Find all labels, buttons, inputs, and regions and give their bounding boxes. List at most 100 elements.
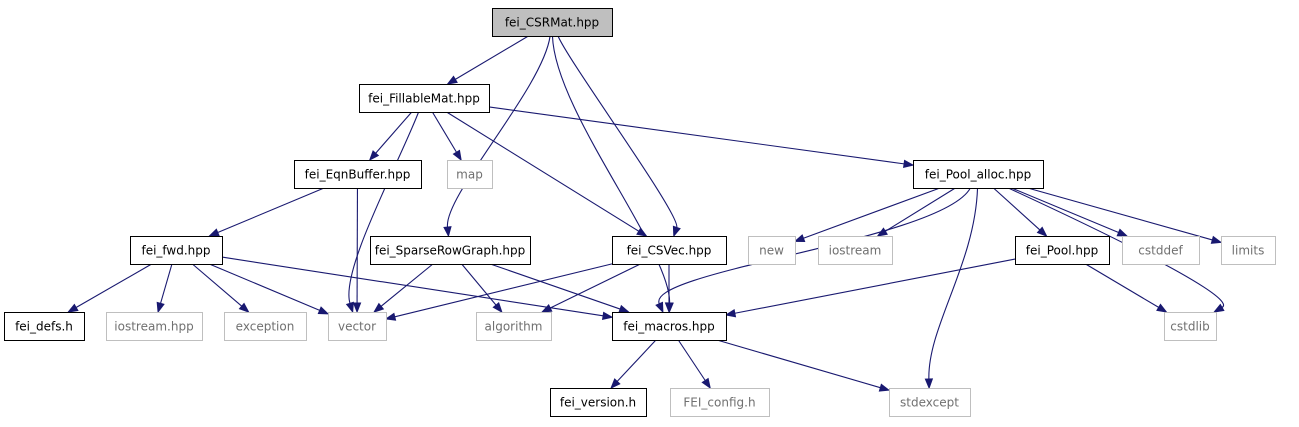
node-defs[interactable]: fei_defs.h [4, 312, 85, 341]
node-box [612, 236, 727, 265]
arrowhead-icon [368, 150, 380, 162]
node-label: fei_CSRMat.hpp [505, 16, 599, 30]
node-box [224, 312, 307, 341]
node-label: fei_version.h [560, 396, 636, 410]
node-box [370, 236, 531, 265]
arrowhead-icon [924, 378, 934, 390]
arrowhead-icon [655, 301, 664, 314]
arrowhead-icon [1156, 303, 1168, 313]
edge-fwd-to-iostreamhpp [156, 263, 173, 314]
arrowhead-icon [1210, 235, 1223, 244]
node-box [294, 160, 422, 189]
edge-csrmat-to-macros [551, 35, 674, 314]
node-label: fei_EqnBuffer.hpp [305, 168, 411, 182]
node-label: fei_CSVec.hpp [627, 244, 712, 258]
arrowhead-icon [724, 309, 737, 318]
node-box [492, 8, 613, 37]
arrowhead-icon [636, 227, 648, 237]
arrowhead-icon [672, 225, 681, 238]
node-exception: exception [224, 312, 307, 341]
arrowhead-icon [156, 301, 165, 314]
node-cstdlib: cstdlib [1164, 312, 1217, 341]
edge-poolalloc-to-stdexcept [924, 187, 979, 390]
node-label: limits [1232, 244, 1265, 258]
arrowhead-icon [373, 302, 385, 313]
edge-sparse-to-vector [373, 263, 434, 313]
node-box [913, 160, 1044, 189]
node-label: cstddef [1138, 244, 1183, 258]
edge-poolalloc-to-limits [1027, 187, 1223, 244]
node-fillable[interactable]: fei_FillableMat.hpp [359, 84, 490, 113]
arrowhead-icon [540, 304, 553, 313]
arrowhead-icon [492, 301, 503, 314]
node-label: fei_SparseRowGraph.hpp [375, 244, 526, 258]
node-label: algorithm [485, 320, 543, 334]
edge-csvec-to-algorithm [540, 263, 641, 313]
node-box [550, 388, 647, 417]
node-fwd[interactable]: fei_fwd.hpp [130, 236, 223, 265]
node-eqnbuf[interactable]: fei_EqnBuffer.hpp [294, 160, 422, 189]
edge-csrmat-to-fillable [446, 35, 529, 85]
arrowhead-icon [317, 306, 330, 315]
node-box [1015, 236, 1110, 265]
arrowhead-icon [601, 311, 614, 320]
edge-csrmat-to-csvec [557, 35, 681, 238]
arrowhead-icon [452, 149, 462, 162]
edge-poolalloc-to-pool [993, 187, 1048, 237]
edge-fwd-to-exception [192, 263, 250, 313]
node-label: fei_macros.hpp [623, 320, 715, 334]
arrowhead-icon [903, 159, 915, 168]
edge-fillable-to-vector [345, 111, 420, 314]
edge-csvec-to-macros [664, 264, 674, 314]
edge-fillable-to-eqnbuf [368, 111, 413, 162]
arrowhead-icon [701, 377, 711, 390]
arrowhead-icon [352, 302, 362, 314]
node-new: new [748, 236, 796, 265]
arrowhead-icon [1213, 303, 1225, 313]
node-label: fei_fwd.hpp [141, 244, 210, 258]
edge-sparse-to-algorithm [461, 263, 503, 314]
edge-macros-to-version [610, 339, 657, 390]
node-box [818, 236, 893, 265]
nodes-layer: fei_CSRMat.hpp fei_FillableMat.hpp fei_Eqn… [4, 8, 1276, 417]
node-label: fei_Pool_alloc.hpp [925, 168, 1031, 182]
arrowhead-icon [1036, 226, 1048, 237]
node-box [4, 312, 85, 341]
node-label: map [456, 168, 483, 182]
node-iostreamhpp: iostream.hpp [106, 312, 203, 341]
arrowhead-icon [793, 234, 806, 243]
node-box [748, 236, 796, 265]
arrowhead-icon [384, 312, 397, 321]
node-map: map [447, 160, 493, 189]
node-csvec[interactable]: fei_CSVec.hpp [612, 236, 727, 265]
edge-eqnbuf-to-fwd [208, 187, 325, 237]
edge-macros-to-feiconfig [677, 339, 711, 390]
node-label: iostream.hpp [114, 320, 193, 334]
node-box [328, 312, 387, 341]
node-version[interactable]: fei_version.h [550, 388, 647, 417]
edge-macros-to-stdexcept [716, 339, 891, 392]
node-label: FEI_config.h [683, 396, 755, 410]
edge-poolalloc-to-new [793, 187, 941, 243]
node-limits: limits [1221, 236, 1276, 265]
edge-fwd-to-vector [209, 263, 330, 315]
node-box [359, 84, 490, 113]
node-box [1164, 312, 1217, 341]
node-label: fei_Pool.hpp [1026, 244, 1098, 258]
arrowhead-icon [67, 303, 79, 313]
edge-poolalloc-to-cstddef [1011, 187, 1129, 237]
node-pool[interactable]: fei_Pool.hpp [1015, 236, 1110, 265]
node-label: exception [236, 320, 295, 334]
node-box [612, 312, 727, 341]
node-label: fei_FillableMat.hpp [368, 92, 480, 106]
node-poolalloc[interactable]: fei_Pool_alloc.hpp [913, 160, 1044, 189]
node-sparse[interactable]: fei_SparseRowGraph.hpp [370, 236, 531, 265]
node-cstddef: cstddef [1122, 236, 1200, 265]
edge-pool-to-cstdlib [1085, 263, 1168, 313]
edge-fillable-to-csvec [446, 111, 648, 237]
edge-poolalloc-to-macros [655, 187, 971, 314]
node-csrmat[interactable]: fei_CSRMat.hpp [492, 8, 613, 37]
node-box [1122, 236, 1200, 265]
node-box [889, 388, 971, 417]
node-macros[interactable]: fei_macros.hpp [612, 312, 727, 341]
